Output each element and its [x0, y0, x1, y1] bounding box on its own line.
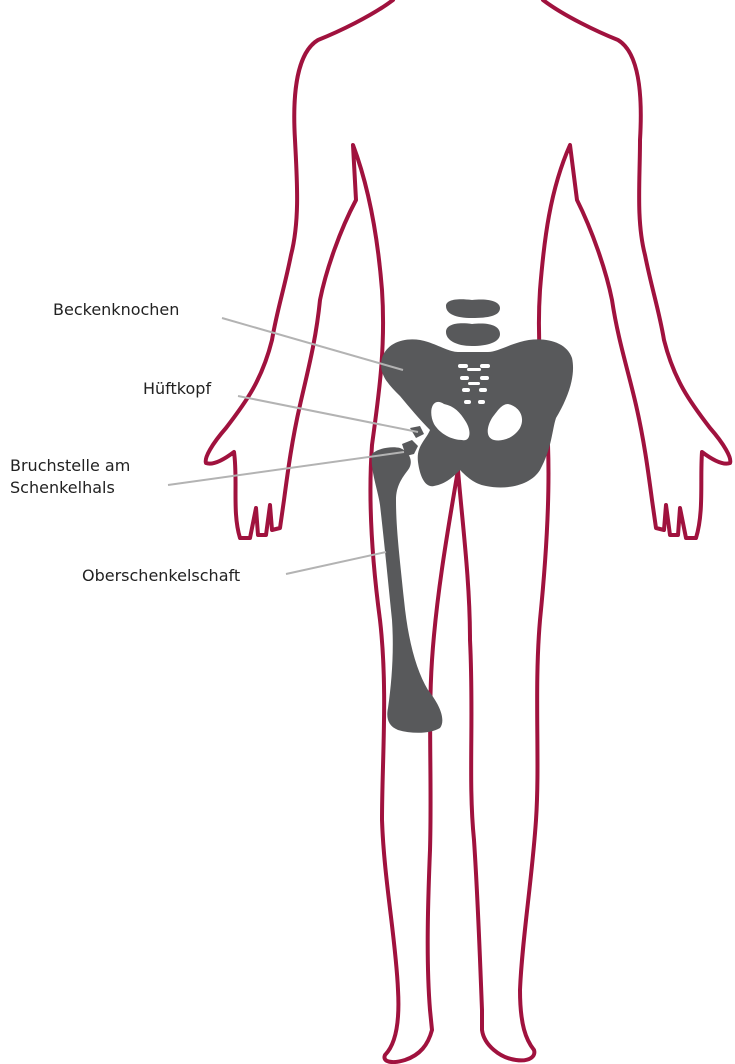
leader-line-oberschenkelschaft — [286, 552, 386, 574]
label-hueftkopf: Hüftkopf — [143, 378, 211, 400]
body-outline — [206, 0, 731, 1062]
label-bruchstelle-line1: Bruchstelle am — [10, 455, 130, 477]
label-oberschenkelschaft: Oberschenkelschaft — [82, 565, 240, 587]
leader-line-hueftkopf — [238, 396, 418, 432]
label-bruchstelle-line2: Schenkelhals — [10, 477, 130, 499]
leader-line-beckenknochen — [222, 318, 403, 370]
label-bruchstelle: Bruchstelle am Schenkelhals — [10, 455, 130, 499]
label-beckenknochen: Beckenknochen — [53, 299, 179, 321]
